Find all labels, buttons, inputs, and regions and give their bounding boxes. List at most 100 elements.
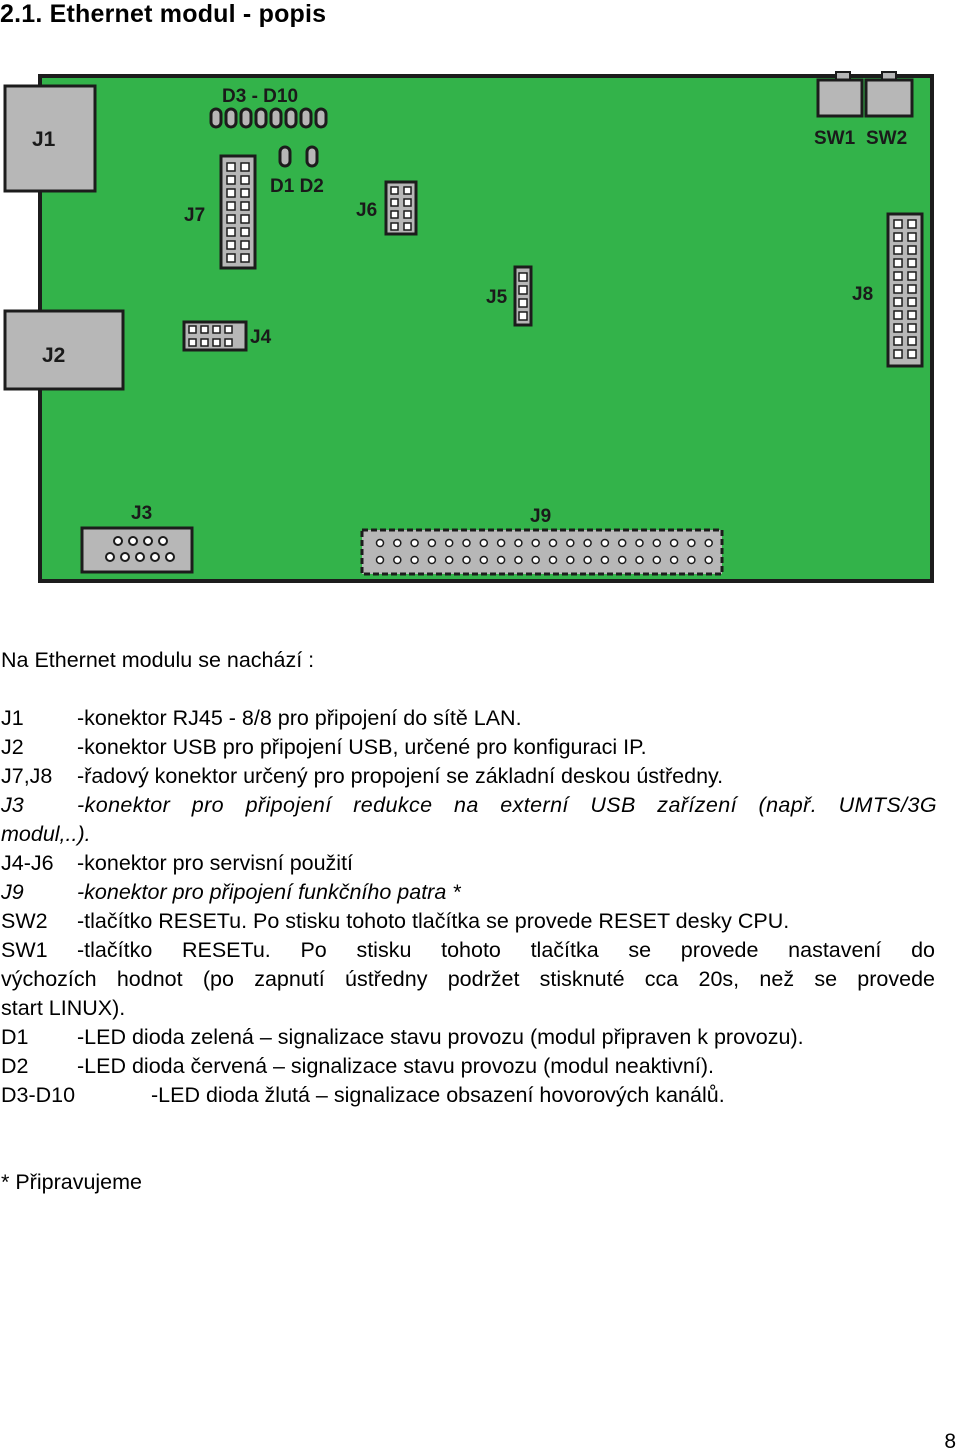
list-item-d2: D2 -LED dioda červená – signalizace stav…	[1, 1052, 941, 1081]
item-text-continued: modul,..).	[1, 822, 91, 846]
item-key: J7,J8	[1, 764, 53, 788]
item-key: J2	[1, 735, 24, 759]
j9-pin	[548, 538, 558, 548]
item-text: -LED dioda červená – signalizace stavu p…	[77, 1054, 714, 1078]
list-item-j7-j8: J7,J8 -řadový konektor určený pro propoj…	[1, 762, 941, 791]
j1-connector: J1	[3, 84, 97, 193]
j9-pin	[635, 538, 644, 548]
list-item-sw2: SW2 -tlačítko RESETu. Po stisku tohoto t…	[1, 907, 941, 936]
list-item-sw1-cont: výchozích hodnot (po zapnutí ústředny po…	[1, 965, 941, 994]
j9-pin	[583, 538, 592, 548]
j2-connector: J2	[3, 309, 125, 391]
list-item-j4-j6: J4-J6 -konektor pro servisní použití	[1, 849, 941, 878]
j3-connector	[80, 526, 194, 574]
j9-label: J9	[530, 506, 551, 527]
item-key: J3	[1, 793, 24, 817]
list-item-j9: J9 -konektor pro připojení funkčního pat…	[1, 878, 941, 907]
j9-pin	[479, 538, 489, 548]
list-item-d1: D1 -LED dioda zelená – signalizace stavu…	[1, 1023, 941, 1052]
j9-pin	[410, 538, 419, 548]
j9-pin	[566, 555, 575, 565]
d1-d2-leds	[278, 145, 319, 168]
list-item-j3: J3 -konektor pro připojení redukce na ex…	[1, 791, 941, 820]
list-item-d3-d10: D3-D10 -LED dioda žlutá – signalizace ob…	[1, 1081, 941, 1110]
j9-pin	[704, 538, 713, 548]
j9-pin	[393, 538, 402, 548]
j5-label: J5	[486, 287, 508, 308]
list-item-j3-cont: modul,..).	[1, 820, 941, 849]
j9-pin	[704, 555, 713, 565]
item-text: -řadový konektor určený pro propojení se…	[77, 764, 724, 788]
j9-pin	[444, 555, 454, 565]
j9-pin	[617, 538, 627, 548]
j9-pin	[635, 555, 644, 565]
item-text: -tlačítko RESETu. Po stisku tohoto tlačí…	[77, 938, 935, 962]
item-text-continued: výchozích hodnot (po zapnutí ústředny po…	[1, 967, 935, 991]
j9-pin	[427, 538, 437, 548]
d3-d10-label: D3 - D10	[222, 86, 298, 107]
list-item-sw1: SW1 -tlačítko RESETu. Po stisku tohoto t…	[1, 936, 941, 965]
list-item-sw1-cont2: start LINUX).	[1, 994, 941, 1023]
j9-pin	[462, 555, 471, 565]
item-text: -konektor pro servisní použití	[77, 851, 354, 875]
j2-label: J2	[42, 344, 65, 367]
j6-label: J6	[356, 200, 377, 221]
j9-pin	[669, 555, 679, 565]
j4-header	[182, 320, 248, 352]
j9-pin	[496, 538, 506, 548]
j9-connector	[360, 528, 724, 576]
pcb-board	[38, 74, 934, 583]
list-item-j2: J2 -konektor USB pro připojení USB, urče…	[1, 733, 941, 762]
intro-text: Na Ethernet modulu se nachází :	[1, 648, 315, 672]
j7-header	[219, 154, 257, 270]
j9-pin	[393, 555, 402, 565]
j6-header	[384, 180, 418, 236]
j9-pin	[687, 555, 696, 565]
j3-label: J3	[131, 503, 152, 524]
item-text: -konektor pro připojení funkčního patra …	[77, 880, 461, 904]
item-text: -konektor USB pro připojení USB, určené …	[77, 735, 647, 759]
list-item-j1: J1 -konektor RJ45 - 8/8 pro připojení do…	[1, 704, 941, 733]
j9-pin	[669, 538, 679, 548]
footnote: * Připravujeme	[1, 1170, 142, 1194]
item-text: -tlačítko RESETu. Po stisku tohoto tlačí…	[77, 909, 790, 933]
d1-d2-label: D1 D2	[270, 176, 324, 197]
j1-label: J1	[32, 128, 56, 151]
sw1-label: SW1	[814, 128, 856, 149]
j9-pin	[548, 555, 558, 565]
j9-pin	[462, 538, 471, 548]
section-heading: 2.1. Ethernet modul - popis	[0, 0, 327, 28]
j9-pin	[652, 555, 662, 565]
item-key: J1	[1, 706, 24, 730]
j9-pin	[531, 538, 540, 548]
item-text: -LED dioda žlutá – signalizace obsazení …	[151, 1083, 725, 1107]
sw2-label: SW2	[866, 128, 907, 149]
j9-pin	[617, 555, 627, 565]
j9-pin	[375, 538, 385, 548]
item-key: SW2	[1, 909, 48, 933]
j9-pin	[687, 538, 696, 548]
sw2-button	[864, 71, 914, 118]
item-key: D3-D10	[1, 1083, 76, 1107]
j9-pin	[514, 538, 523, 548]
page-number: 8	[944, 1430, 956, 1453]
j9-pin	[600, 555, 610, 565]
j4-label: J4	[250, 327, 272, 348]
item-text: -konektor RJ45 - 8/8 pro připojení do sí…	[77, 706, 522, 730]
j9-pin	[583, 555, 592, 565]
j9-pin	[566, 538, 575, 548]
item-key: SW1	[1, 938, 48, 962]
j7-label: J7	[184, 205, 205, 226]
j9-pin	[410, 555, 419, 565]
j9-pin	[375, 555, 385, 565]
d3-d10-leds	[209, 107, 328, 129]
item-text: -LED dioda zelená – signalizace stavu pr…	[77, 1025, 804, 1049]
component-list: J1 -konektor RJ45 - 8/8 pro připojení do…	[1, 704, 941, 1110]
j9-pin	[514, 555, 523, 565]
j8-header	[886, 212, 924, 368]
sw1-button	[816, 71, 864, 118]
item-text-continued: start LINUX).	[1, 996, 126, 1020]
j9-pin	[600, 538, 610, 548]
j9-pin	[652, 538, 662, 548]
item-key: J9	[1, 880, 24, 904]
